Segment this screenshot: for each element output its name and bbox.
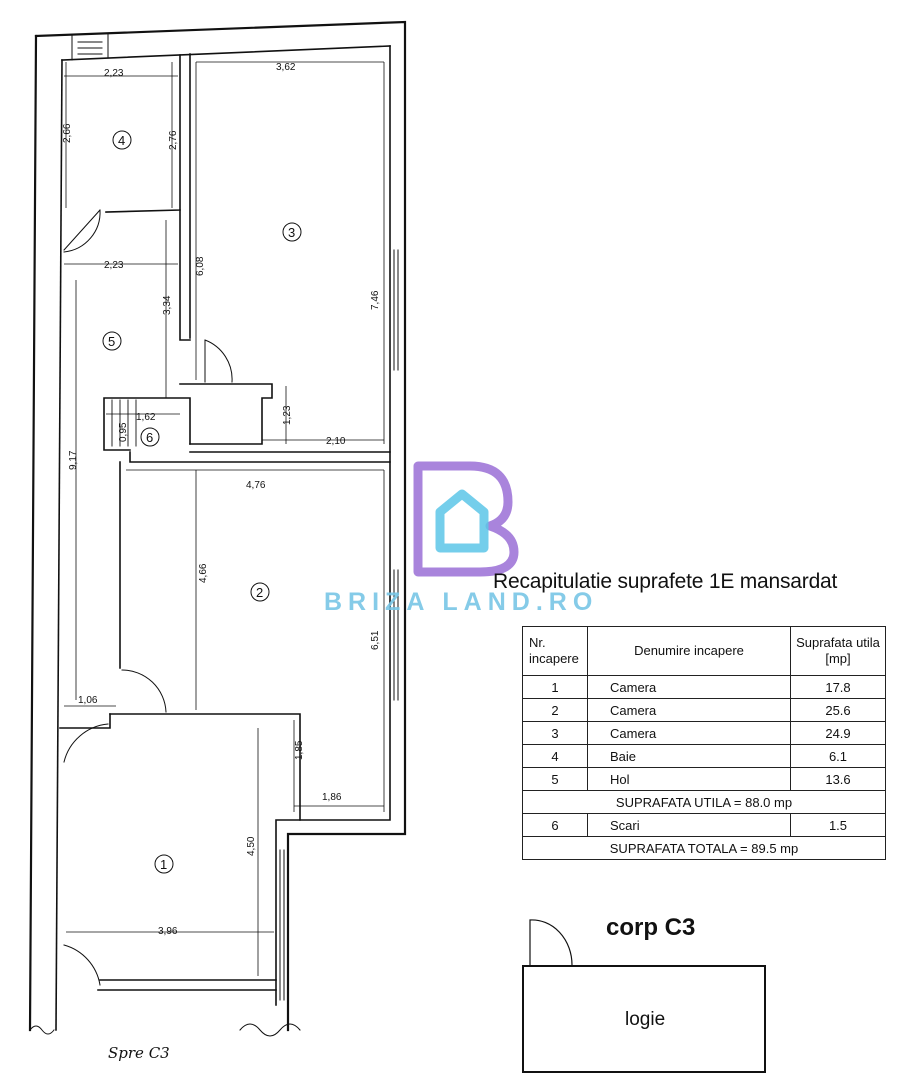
row-name: Hol — [587, 767, 791, 791]
dim-r2-width: 4,76 — [246, 480, 266, 491]
row-nr: 6 — [522, 813, 588, 837]
table-row: 4 Baie 6.1 — [522, 744, 886, 768]
dim-r5-height: 3,34 — [162, 295, 173, 315]
row-area: 24.9 — [790, 721, 886, 745]
dim-r3-width: 3,62 — [276, 62, 296, 73]
dim-small-width: 2,10 — [326, 436, 346, 447]
row-nr: 2 — [522, 698, 588, 722]
dim-r4-width: 2,23 — [104, 68, 124, 79]
dim-r1-height: 4,50 — [246, 836, 257, 856]
outer-wall — [34, 20, 407, 1032]
row-name: Camera — [587, 721, 791, 745]
header-nr: Nr. incapere — [522, 626, 588, 676]
row-nr: 4 — [522, 744, 588, 768]
row-name: Camera — [587, 675, 791, 699]
dim-r2-right: 6,51 — [370, 630, 381, 650]
top-wall-inner — [61, 45, 391, 61]
dim-r2-left: 4,66 — [198, 563, 209, 583]
dim-hall-length: 9,17 — [68, 450, 79, 470]
direction-label: Spre C3 — [108, 1044, 170, 1062]
total-cell: SUPRAFATA TOTALA = 89.5 mp — [522, 836, 886, 860]
header-area: Suprafata utila [mp] — [790, 626, 886, 676]
header-name: Denumire incapere — [587, 626, 791, 676]
row-area: 1.5 — [790, 813, 886, 837]
table-row: 3 Camera 24.9 — [522, 721, 886, 745]
row-name: Scari — [587, 813, 791, 837]
row-area: 17.8 — [790, 675, 886, 699]
table-row: 1 Camera 17.8 — [522, 675, 886, 699]
row-nr: 3 — [522, 721, 588, 745]
total-row: SUPRAFATA TOTALA = 89.5 mp — [522, 836, 886, 860]
subtotal-row: SUPRAFATA UTILA = 88.0 mp — [522, 790, 886, 814]
right-wall-inner — [275, 45, 391, 1006]
dim-small-height: 1,23 — [282, 405, 293, 425]
row-nr: 5 — [522, 767, 588, 791]
row-area: 6.1 — [790, 744, 886, 768]
logie-box: logie — [522, 965, 766, 1073]
row-nr: 1 — [522, 675, 588, 699]
table-row: 5 Hol 13.6 — [522, 767, 886, 791]
dim-r1-width: 3,96 — [158, 926, 178, 937]
logie-label: logie — [625, 1009, 666, 1030]
dim-stair-width: 1,62 — [136, 412, 156, 423]
dim-r3-left: 6,08 — [195, 256, 206, 276]
room-1-number: 1 — [160, 857, 167, 872]
table-header-row: Nr. incapere Denumire incapere Suprafata… — [522, 626, 886, 676]
room-3-number: 3 — [288, 225, 295, 240]
outer-wall-left — [28, 34, 38, 1032]
dim-r3-right: 7,46 — [370, 290, 381, 310]
room-6-number: 6 — [146, 430, 153, 445]
inner-wall-left — [55, 59, 63, 1031]
subtotal-cell: SUPRAFATA UTILA = 88.0 mp — [522, 790, 886, 814]
row-name: Baie — [587, 744, 791, 768]
room-5-number: 5 — [108, 334, 115, 349]
row-area: 13.6 — [790, 767, 886, 791]
table-row: 2 Camera 25.6 — [522, 698, 886, 722]
dim-corridor-width: 1,06 — [78, 695, 98, 706]
corp-label: corp C3 — [606, 914, 696, 941]
recap-title: Recapitulatie suprafete 1E mansardat — [493, 570, 838, 593]
dim-r4-height-inner: 2,76 — [168, 130, 179, 150]
watermark-text: BRIZA LAND.RO — [324, 588, 599, 616]
dim-notch-height: 1,85 — [294, 740, 305, 760]
row-name: Camera — [587, 698, 791, 722]
room-4-number: 4 — [118, 133, 125, 148]
row-area: 25.6 — [790, 698, 886, 722]
recap-table: Nr. incapere Denumire incapere Suprafata… — [522, 626, 886, 860]
dim-r4-height-outer: 2,66 — [62, 123, 73, 143]
dim-notch-width: 1,86 — [322, 792, 342, 803]
dim-r5-width: 2,23 — [104, 260, 124, 271]
dim-stair-height: 0,95 — [118, 422, 129, 442]
logo-icon — [413, 461, 519, 577]
table-row: 6 Scari 1.5 — [522, 813, 886, 837]
room-2-number: 2 — [256, 585, 263, 600]
